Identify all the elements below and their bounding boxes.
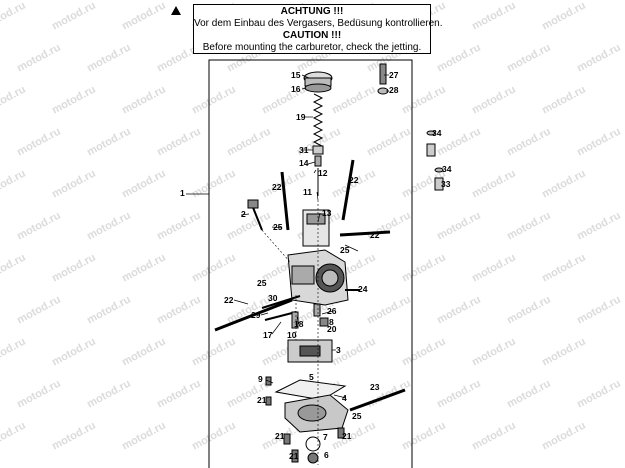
callout-22a: 22 (272, 182, 282, 192)
callout-21a: 21 (257, 395, 267, 405)
callout-24: 24 (358, 284, 368, 294)
warning-title-en: CAUTION !!! (282, 30, 342, 41)
callout-7: 7 (323, 432, 328, 442)
callout-30: 30 (268, 293, 278, 303)
callout-13: 13 (322, 208, 332, 218)
callout-17: 17 (263, 330, 273, 340)
warning-title-de: ACHTUNG !!! (280, 6, 344, 17)
callout-22c: 22 (370, 230, 380, 240)
callout-16: 16 (291, 84, 301, 94)
callout-25c: 25 (257, 278, 267, 288)
callout-27: 27 (389, 70, 399, 80)
callout-25b: 25 (340, 245, 350, 255)
callout-3: 3 (336, 345, 341, 355)
callout-9: 9 (258, 374, 263, 384)
callout-18: 18 (294, 319, 304, 329)
callout-10: 10 (287, 330, 297, 340)
callout-6: 6 (324, 450, 329, 460)
callout-5: 5 (309, 372, 314, 382)
callout-19: 19 (296, 112, 306, 122)
callout-4: 4 (342, 393, 347, 403)
callout-31: 31 (299, 145, 309, 155)
callout-14: 14 (299, 158, 309, 168)
callout-34b: 34 (442, 164, 452, 174)
callout-33: 33 (441, 179, 451, 189)
leader-lines (186, 74, 389, 399)
callout-21b: 21 (275, 431, 285, 441)
callout-25a: 25 (273, 222, 283, 232)
callout-1: 1 (180, 188, 185, 198)
callout-20: 20 (327, 324, 337, 334)
callout-11: 11 (303, 187, 312, 197)
assembly-lines (261, 200, 319, 465)
diagram-frame (208, 59, 413, 468)
warning-triangle-icon (171, 6, 181, 15)
callout-23: 23 (370, 382, 380, 392)
callout-2: 2 (241, 209, 246, 219)
callout-34a: 34 (432, 128, 442, 138)
callout-26: 26 (327, 306, 337, 316)
warning-box: ACHTUNG !!! Vor dem Einbau des Vergasers… (193, 4, 443, 54)
warning-text-de: Vor dem Einbau des Vergasers, Bedüsung k… (194, 18, 443, 29)
warning-text-en: Before mounting the carburetor, check th… (202, 42, 422, 53)
callout-8: 8 (329, 317, 334, 327)
callout-21c: 21 (342, 431, 352, 441)
callout-12: 12 (318, 168, 328, 178)
callout-28: 28 (389, 85, 399, 95)
callout-21d: 21 (289, 451, 299, 461)
callout-22b: 22 (349, 175, 359, 185)
carburetor-body (214, 63, 444, 464)
callout-29: 29 (251, 310, 261, 320)
callout-15: 15 (291, 70, 301, 80)
callout-22d: 22 (224, 295, 234, 305)
callout-25d: 25 (352, 411, 362, 421)
